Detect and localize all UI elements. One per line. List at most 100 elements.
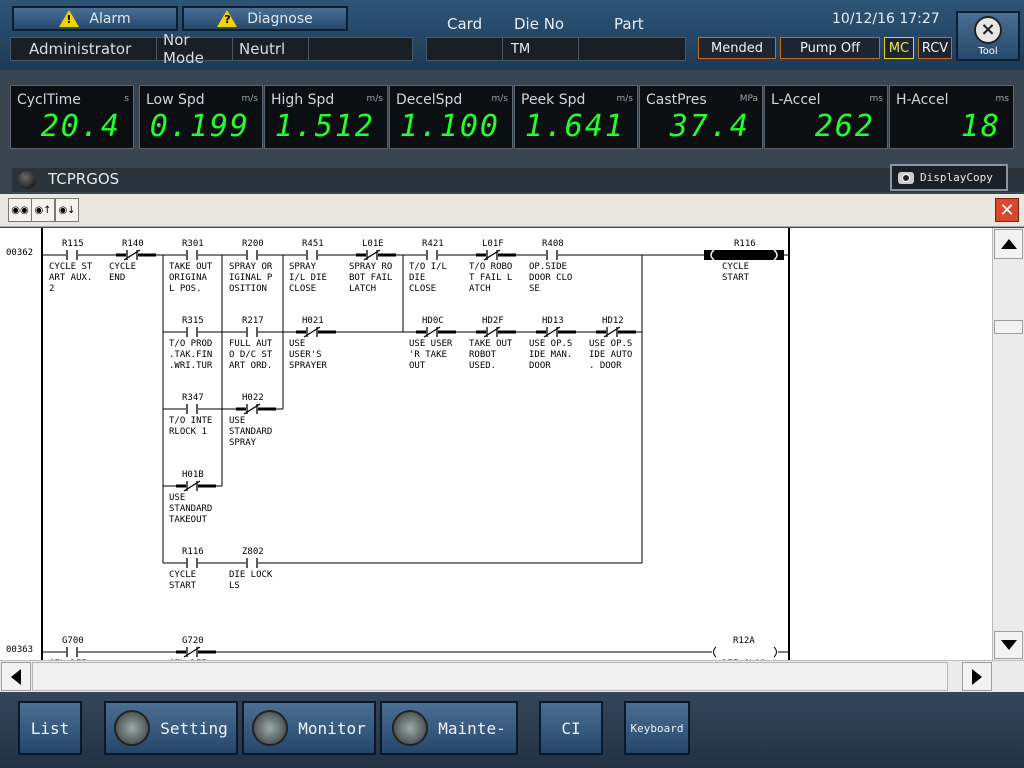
- contact-id: R140: [122, 239, 144, 249]
- metric-label: L-Accel: [771, 92, 821, 108]
- contact-desc: USE OP.S: [529, 339, 572, 349]
- gear-icon: [114, 710, 151, 746]
- contact-desc: STANDARD: [229, 427, 272, 437]
- alarm-label: Alarm: [89, 10, 131, 27]
- metric-unit: m/s: [241, 94, 259, 104]
- contact-desc: CYCLE: [109, 262, 136, 272]
- contact-id: HD12: [602, 316, 624, 326]
- contact-g720[interactable]: [176, 646, 216, 658]
- scroll-down-icon[interactable]: [994, 631, 1023, 659]
- horizontal-scrollbar[interactable]: [0, 660, 1024, 692]
- contact-r315[interactable]: [186, 327, 198, 337]
- contact-desc: TAKEOUT: [169, 515, 208, 525]
- setting-button[interactable]: Setting: [104, 701, 238, 755]
- scroll-thumb[interactable]: [994, 320, 1023, 334]
- find-next-icon[interactable]: ◉↓: [55, 198, 79, 222]
- contact-r347[interactable]: [186, 404, 198, 414]
- scroll-thumb[interactable]: [32, 662, 948, 691]
- warning-icon: ?: [217, 10, 238, 27]
- mainte-button[interactable]: Mainte-: [380, 701, 518, 755]
- contact-hd0c[interactable]: [416, 326, 456, 338]
- metric-value: 20.4: [40, 109, 121, 144]
- contact-hd2f[interactable]: [476, 326, 516, 338]
- contact-desc: SEL DIE: [169, 659, 207, 660]
- find-binoculars-icon[interactable]: ◉◉: [8, 198, 32, 222]
- tool-label: Tool: [978, 45, 998, 57]
- contact-desc: USE: [229, 416, 245, 426]
- ci-button[interactable]: CI: [539, 701, 603, 755]
- contact-l01e[interactable]: [356, 249, 396, 261]
- contact-desc: T FAIL L: [469, 273, 512, 283]
- find-previous-icon[interactable]: ◉↑: [31, 198, 55, 222]
- contact-desc: OSITION: [229, 284, 267, 294]
- display-copy-label: DisplayCopy: [920, 171, 993, 184]
- gear-field: Neutrl: [233, 38, 309, 60]
- card-label: Card: [447, 15, 483, 33]
- contact-desc: SPRAY RO: [349, 262, 392, 272]
- program-title-strip: TCPRGOS: [12, 168, 1024, 192]
- scroll-left-icon[interactable]: [1, 662, 31, 691]
- contact-r116[interactable]: [186, 558, 198, 568]
- scroll-right-icon[interactable]: [962, 662, 992, 691]
- contact-desc: CYCLE ST: [49, 262, 93, 272]
- status-lamp-icon: [18, 171, 36, 189]
- camera-icon: [898, 171, 914, 184]
- contact-r217[interactable]: [246, 327, 258, 337]
- contact-g700[interactable]: [66, 647, 78, 657]
- contact-h021[interactable]: [296, 326, 336, 338]
- keyboard-button[interactable]: Keyboard: [624, 701, 690, 755]
- metric-value: 1.641: [524, 109, 625, 144]
- contact-desc: USER'S: [289, 350, 322, 360]
- metric-value: 18: [960, 109, 1001, 144]
- coil-r12a[interactable]: [712, 646, 778, 658]
- alarm-button[interactable]: ! Alarm: [12, 6, 178, 31]
- part-field: [579, 38, 685, 60]
- contact-r301[interactable]: [186, 250, 198, 260]
- contact-id: H01B: [182, 470, 204, 480]
- contact-desc: IDE MAN.: [529, 350, 572, 360]
- contact-r451[interactable]: [306, 250, 318, 260]
- metric-unit: m/s: [366, 94, 384, 104]
- pump-status-badge: Pump Off: [780, 37, 880, 59]
- contact-desc: IGINAL P: [229, 273, 273, 283]
- scroll-up-icon[interactable]: [994, 229, 1023, 259]
- tool-button[interactable]: × Tool: [956, 11, 1020, 61]
- metric-label: DecelSpd: [396, 92, 463, 108]
- contact-r140[interactable]: [116, 249, 156, 261]
- contact-desc: USE OP.S: [589, 339, 632, 349]
- contact-id: R347: [182, 393, 204, 403]
- coil-r116[interactable]: [704, 249, 784, 261]
- contact-desc: SEL DIE: [49, 659, 87, 660]
- user-field: Administrator: [11, 38, 157, 60]
- contact-h022[interactable]: [236, 403, 276, 415]
- vertical-scrollbar[interactable]: [992, 228, 1024, 660]
- status-fields: Administrator Nor Mode Neutrl: [10, 31, 413, 67]
- contact-desc: SE: [529, 284, 540, 294]
- contact-hd12[interactable]: [596, 326, 636, 338]
- contact-h01b[interactable]: [176, 480, 216, 492]
- keyboard-label: Keyboard: [630, 721, 684, 735]
- contact-r408[interactable]: [546, 250, 558, 260]
- contact-desc: T/O INTE: [169, 416, 212, 426]
- contact-l01f[interactable]: [476, 249, 516, 261]
- contact-desc: .WRI.TUR: [169, 361, 213, 371]
- monitor-button[interactable]: Monitor: [242, 701, 376, 755]
- ladder-toolbar: [0, 194, 1024, 227]
- metric-label: CastPres: [646, 92, 707, 108]
- die-no-field: TM: [503, 38, 579, 60]
- contact-desc: ATCH: [469, 284, 491, 294]
- contact-hd13[interactable]: [536, 326, 576, 338]
- contact-r421[interactable]: [426, 250, 438, 260]
- contact-z802[interactable]: [246, 558, 258, 568]
- close-icon[interactable]: ✕: [995, 198, 1019, 222]
- contact-desc: 2: [49, 284, 54, 294]
- diagnose-button[interactable]: ? Diagnose: [182, 6, 348, 31]
- contact-id: R115: [62, 239, 84, 249]
- display-copy-button[interactable]: DisplayCopy: [890, 164, 1008, 191]
- contact-r115[interactable]: [66, 250, 78, 260]
- list-button[interactable]: List: [18, 701, 82, 755]
- contact-desc: T/O ROBO: [469, 262, 512, 272]
- contact-r200[interactable]: [246, 250, 258, 260]
